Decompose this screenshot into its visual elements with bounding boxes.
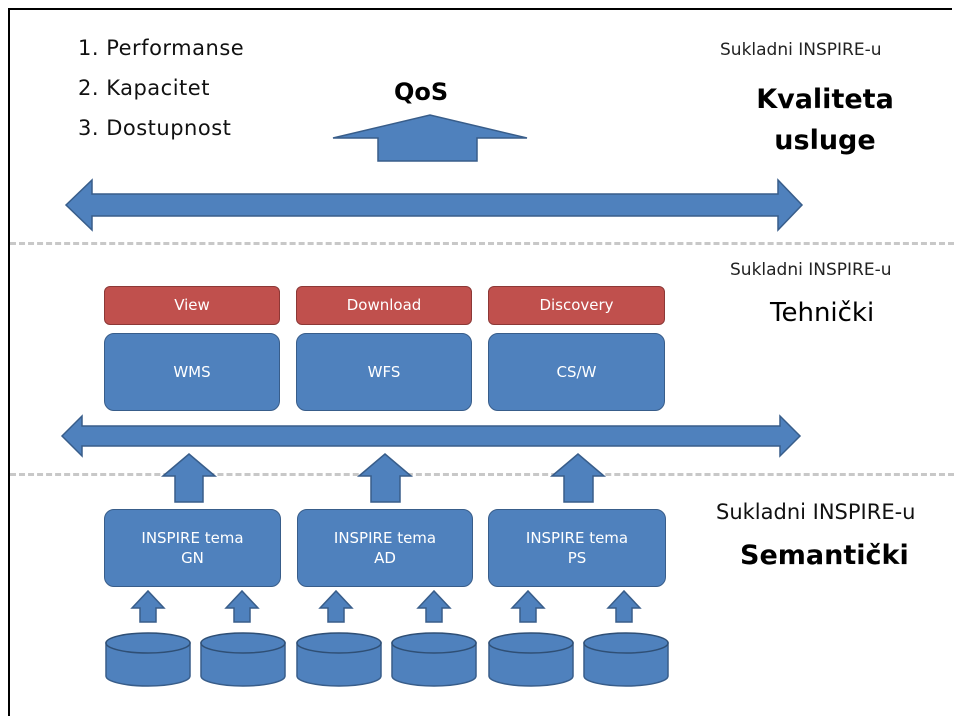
service-type-download: Download [296,286,472,325]
qos-up-arrow [332,114,528,162]
service-type-discovery: Discovery [488,286,665,325]
database-2 [200,632,286,687]
technical-section-title: Tehnički [770,298,875,328]
db-arrow-1 [130,589,166,623]
database-6 [583,632,669,687]
qos-list-item-1: 1. Performanse [78,36,245,60]
section-divider-top [10,242,954,245]
db-arrow-6 [606,589,642,623]
db-arrow-4 [416,589,452,623]
semantic-section-title: Semantički [740,540,909,571]
service-type-view: View [104,286,280,325]
technical-compliance-label: Sukladni INSPIRE-u [730,260,892,280]
service-csw: CS/W [488,333,665,411]
up-arrow-ad [356,453,414,503]
section-divider-bottom [10,473,954,476]
database-1 [105,632,191,687]
up-arrow-gn [160,453,218,503]
top-double-arrow [64,178,804,232]
database-4 [391,632,477,687]
database-3 [296,632,382,687]
middle-double-arrow [60,414,802,458]
theme-box-gn: INSPIRE tema GN [104,509,281,587]
db-arrow-2 [224,589,260,623]
db-arrow-5 [510,589,546,623]
theme-box-ad: INSPIRE tema AD [297,509,473,587]
qos-list-item-2: 2. Kapacitet [78,76,210,100]
qos-section-title: Kvaliteta usluge [756,84,894,156]
qos-compliance-label: Sukladni INSPIRE-u [720,40,882,60]
qos-label: QoS [394,78,449,106]
service-wfs: WFS [296,333,472,411]
database-5 [488,632,574,687]
diagram-frame [8,8,952,716]
service-wms: WMS [104,333,280,411]
semantic-compliance-label: Sukladni INSPIRE-u [716,500,916,524]
db-arrow-3 [318,589,354,623]
up-arrow-ps [549,453,607,503]
theme-box-ps: INSPIRE tema PS [488,509,666,587]
qos-list-item-3: 3. Dostupnost [78,116,232,140]
